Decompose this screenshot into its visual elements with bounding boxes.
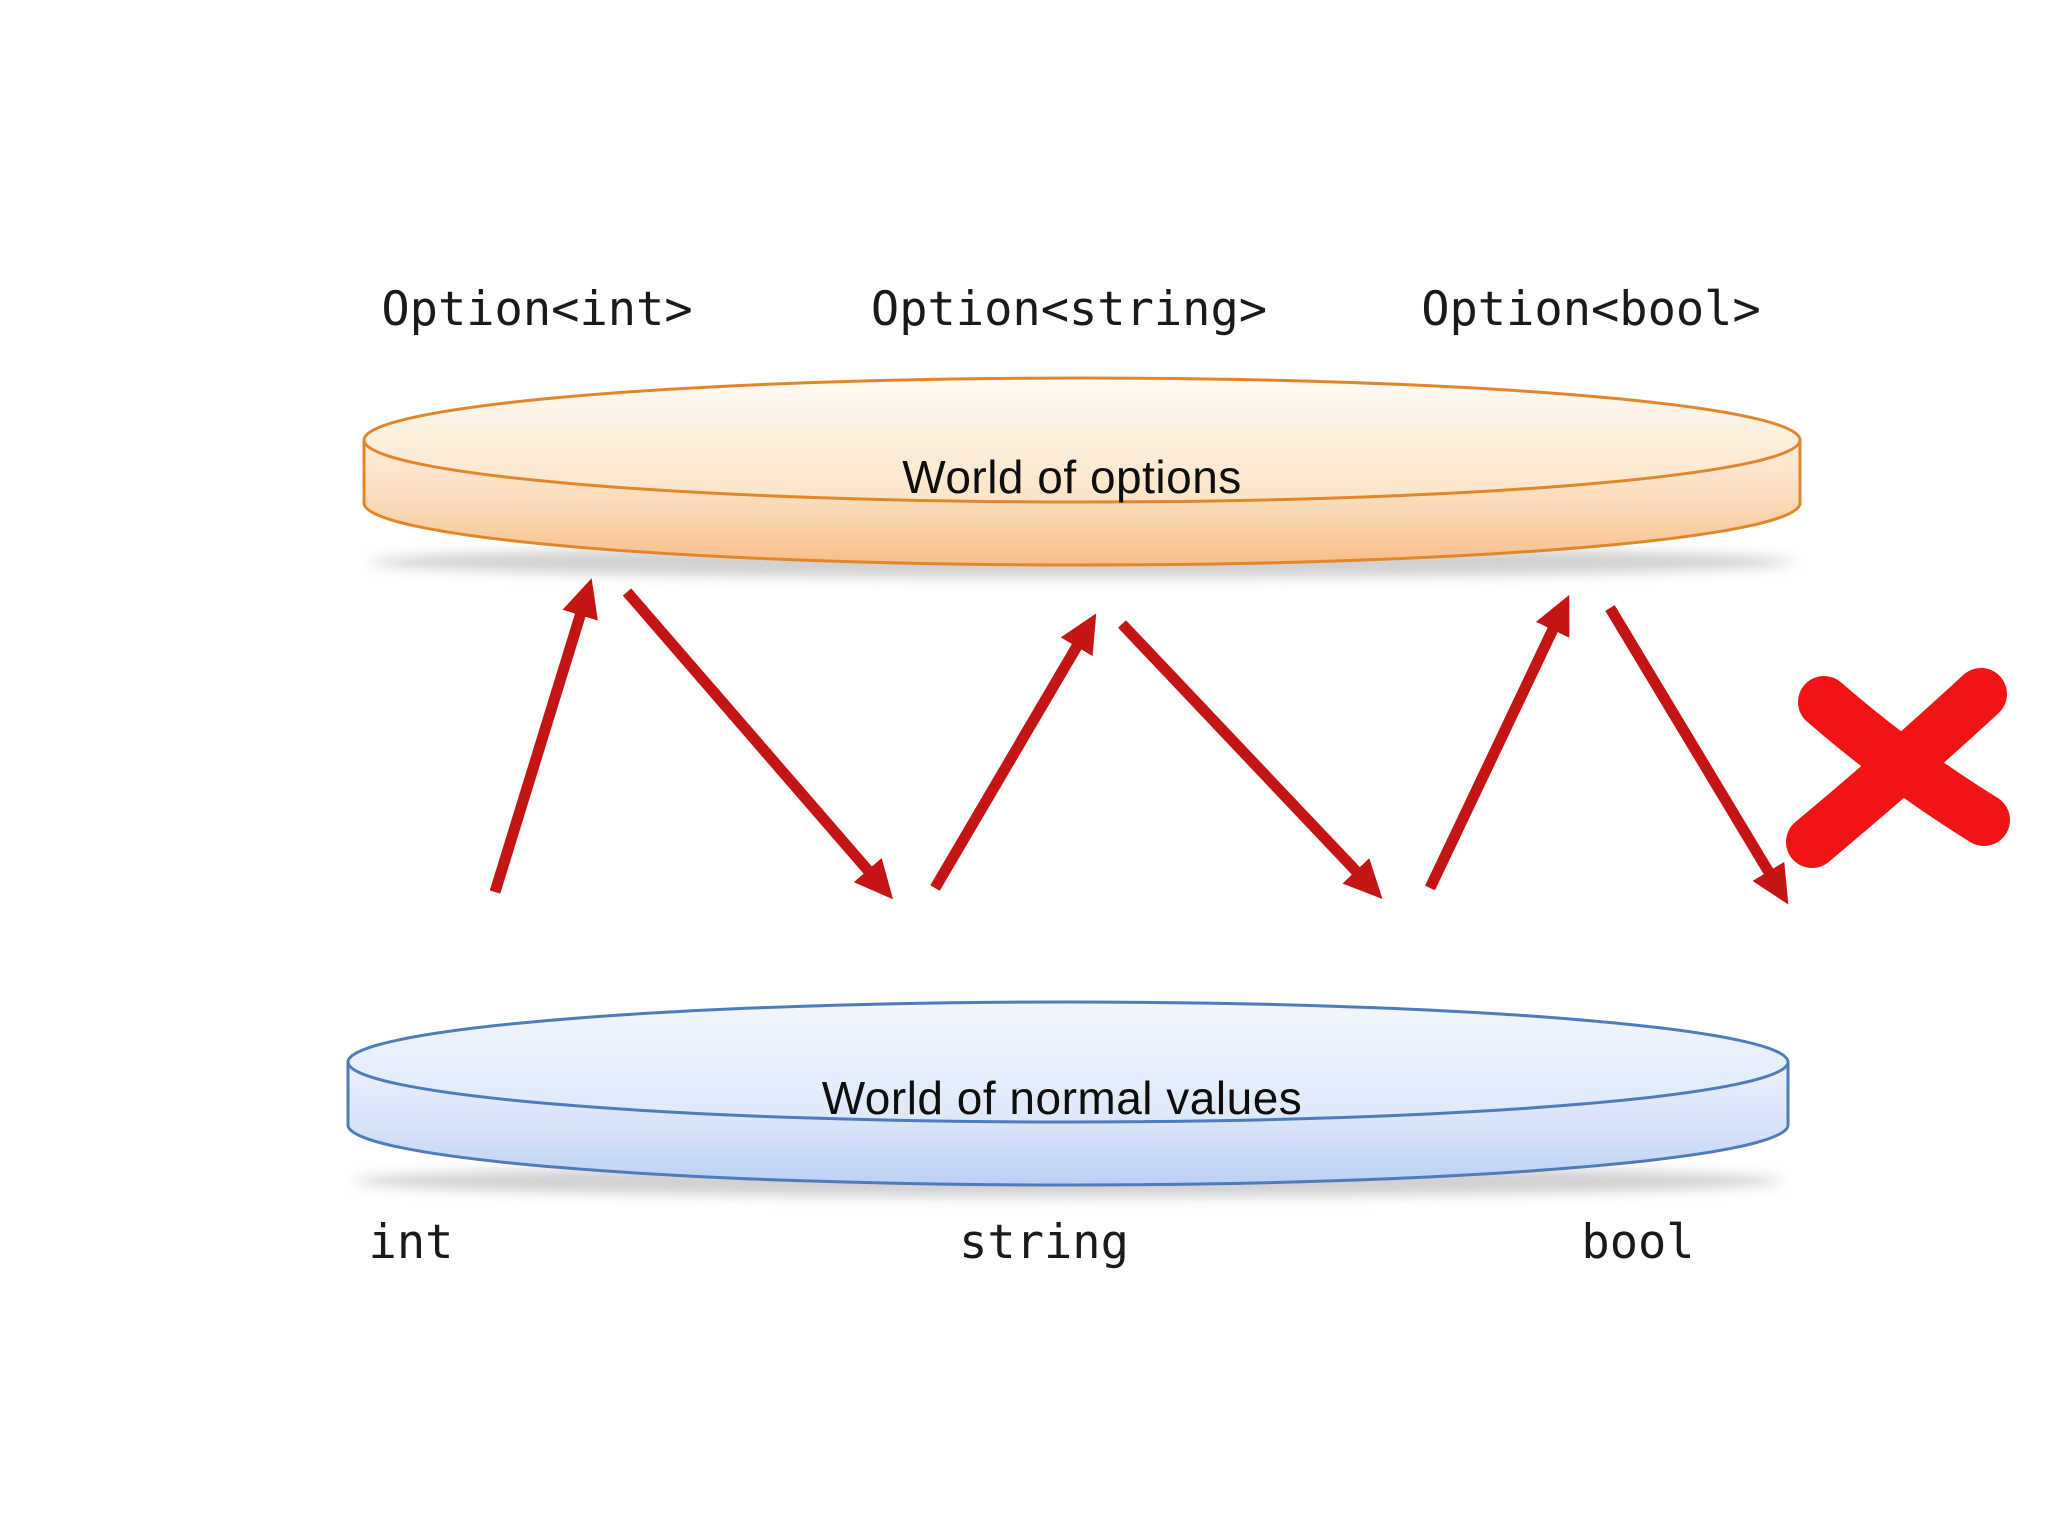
arrow-down-int-icon	[622, 588, 894, 900]
arrow-up-bool-icon	[1425, 594, 1570, 891]
arrow-down-bool-icon	[1605, 605, 1789, 905]
label-option-int: Option<int>	[381, 282, 693, 337]
arrow-down-string-icon	[1118, 620, 1383, 899]
label-int: int	[368, 1215, 454, 1270]
arrow-up-int-icon	[489, 578, 598, 894]
values-cylinder-top	[346, 1000, 1790, 1124]
label-bool: bool	[1581, 1215, 1695, 1270]
options-cylinder-top	[362, 376, 1802, 504]
options-world-cylinder	[362, 376, 1802, 578]
failure-cross-icon	[1786, 668, 2010, 868]
label-string: string	[959, 1215, 1129, 1270]
arrow-up-string-icon	[930, 613, 1097, 891]
options-world-title: World of options	[902, 451, 1242, 503]
values-world-title: World of normal values	[821, 1072, 1303, 1124]
label-option-bool: Option<bool>	[1421, 282, 1761, 337]
values-world-cylinder	[346, 1000, 1790, 1197]
mapping-arrows	[489, 578, 1789, 905]
label-option-string: Option<string>	[870, 282, 1268, 337]
